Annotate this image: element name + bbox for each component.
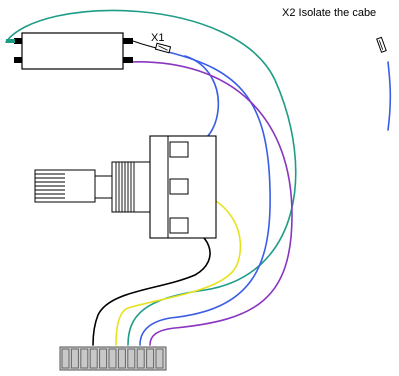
connector-pin: [136, 348, 145, 369]
connector-pin: [89, 348, 98, 369]
blue-wire-long: [139, 51, 271, 346]
purple-wire: [127, 61, 293, 346]
connector-pin: [127, 348, 136, 369]
module-body: [21, 32, 124, 70]
connector-pin: [80, 348, 89, 369]
potentiometer: [34, 135, 217, 239]
black-wire: [92, 225, 211, 346]
x1-plug: X1: [141, 32, 172, 54]
module-lead-left: [14, 38, 22, 44]
connector-pin: [117, 348, 126, 369]
x1-label: X1: [151, 32, 164, 44]
connector-pin: [146, 348, 155, 369]
x2-note-label: X2 Isolate the cabe: [282, 7, 376, 19]
x2-isolated-wire: [387, 61, 392, 131]
yellow-wire: [115, 185, 242, 346]
connector-pin: [70, 348, 79, 369]
x2-plug: X2 Isolate the cabe: [282, 7, 387, 53]
connector-pin: [61, 348, 70, 369]
pot-terminal-middle: [169, 178, 189, 195]
bottom-connector: [59, 346, 167, 371]
wires: [5, 9, 392, 346]
connector-pin: [108, 348, 117, 369]
connector-pin: [155, 348, 164, 369]
module-lead-right-lower: [123, 57, 133, 63]
module-lead-right-upper: [123, 38, 133, 44]
pot-terminal-top: [169, 141, 189, 158]
module-box: [6, 32, 143, 70]
pot-terminal-bottom: [169, 217, 189, 234]
connector-pin: [99, 348, 108, 369]
module-lead-left-lower: [14, 57, 22, 63]
